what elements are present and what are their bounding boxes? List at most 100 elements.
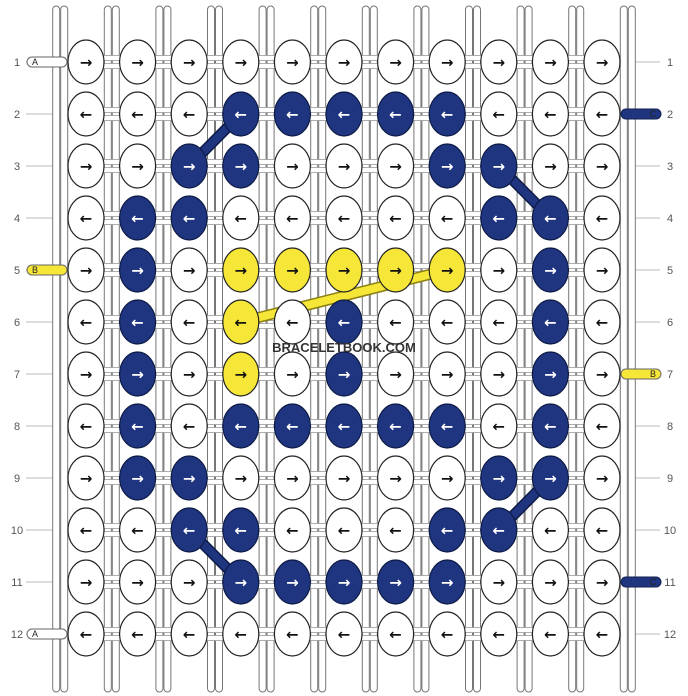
knot: → — [170, 143, 208, 189]
row-label-right: 4 — [667, 213, 673, 225]
knot: → — [222, 455, 260, 501]
arrow-left-icon: ← — [441, 418, 454, 436]
knot: ← — [325, 91, 363, 137]
arrow-right-icon: → — [389, 54, 402, 72]
knot: → — [325, 455, 363, 501]
arrow-right-icon: → — [544, 470, 557, 488]
arrow-left-icon: ← — [286, 106, 299, 124]
knot: → — [428, 143, 466, 189]
arrow-right-icon: → — [235, 158, 248, 176]
knot-bead — [222, 559, 260, 605]
arrow-left-icon: ← — [493, 418, 506, 436]
knot-bead — [531, 611, 570, 657]
knot: ← — [325, 507, 363, 553]
knot-bead — [480, 247, 518, 293]
row-label-left: 12 — [11, 629, 23, 641]
row-label-right: 12 — [664, 629, 676, 641]
arrow-left-icon: ← — [493, 106, 506, 124]
arrow-left-icon: ← — [596, 210, 609, 228]
knot-bead — [273, 455, 311, 501]
arrow-right-icon: → — [286, 574, 299, 592]
knot-bead — [583, 507, 621, 553]
arrow-left-icon: ← — [544, 314, 557, 332]
arrow-left-icon: ← — [235, 314, 248, 332]
knot-bead — [531, 91, 570, 137]
knot-bead — [583, 299, 621, 345]
knot: → — [480, 559, 518, 605]
knot-bead — [67, 299, 105, 345]
strand-line — [60, 5, 69, 693]
knot: ← — [119, 403, 157, 449]
strand-line — [215, 5, 223, 693]
strand-tag-label: A — [32, 629, 38, 639]
knot-bead — [67, 455, 105, 501]
knot-bead — [170, 351, 208, 397]
knot: ← — [273, 611, 311, 657]
knot-bead — [583, 39, 621, 85]
arrow-left-icon: ← — [80, 418, 93, 436]
knot: ← — [119, 195, 157, 241]
knot-bead — [67, 611, 105, 657]
knot-bead — [222, 507, 260, 553]
knot: → — [377, 39, 415, 85]
knot: ← — [119, 507, 157, 553]
knot-bead — [273, 39, 311, 85]
knot-bead — [170, 611, 208, 657]
strand-line — [627, 5, 636, 693]
knot: → — [583, 39, 621, 85]
knot-bead — [377, 91, 415, 137]
arrow-left-icon: ← — [441, 626, 454, 644]
knot: ← — [531, 299, 570, 345]
knot: → — [480, 455, 518, 501]
knot-bead — [428, 611, 466, 657]
knot: → — [119, 247, 157, 293]
knot-bead — [480, 143, 518, 189]
knot-bead — [480, 455, 518, 501]
knot: → — [377, 351, 415, 397]
knot: → — [531, 39, 570, 85]
strand-line — [52, 5, 61, 693]
arrow-right-icon: → — [235, 574, 248, 592]
knot-bead — [119, 247, 157, 293]
arrow-left-icon: ← — [389, 626, 402, 644]
knot-bead — [480, 351, 518, 397]
row-label-left: 8 — [14, 421, 20, 433]
arrow-left-icon: ← — [80, 106, 93, 124]
knot: ← — [170, 91, 208, 137]
knot-bead — [325, 195, 363, 241]
arrow-left-icon: ← — [493, 314, 506, 332]
arrow-left-icon: ← — [441, 106, 454, 124]
knot-bead — [222, 403, 260, 449]
knot-bead — [325, 455, 363, 501]
strand-line — [111, 5, 120, 693]
knot: → — [480, 247, 518, 293]
knot: ← — [377, 299, 415, 345]
knot-bead — [273, 143, 311, 189]
knot-bead — [325, 39, 363, 85]
knot: → — [67, 143, 105, 189]
knot: → — [377, 559, 415, 605]
arrow-left-icon: ← — [441, 522, 454, 540]
knot: ← — [531, 611, 570, 657]
knot-bead — [583, 455, 621, 501]
knot-bead — [222, 195, 260, 241]
arrow-right-icon: → — [338, 54, 351, 72]
arrow-right-icon: → — [183, 158, 196, 176]
arrow-right-icon: → — [131, 366, 144, 384]
strand-line — [576, 5, 585, 693]
arrow-left-icon: ← — [338, 522, 351, 540]
knot-bead — [325, 143, 363, 189]
knot-bead — [583, 403, 621, 449]
knot-bead — [222, 455, 260, 501]
arrow-left-icon: ← — [596, 418, 609, 436]
strand-tag-label: A — [32, 57, 38, 67]
knot-bead — [531, 455, 570, 501]
knot-bead — [67, 559, 105, 605]
arrow-right-icon: → — [389, 366, 402, 384]
strand-line — [155, 5, 164, 693]
arrow-left-icon: ← — [389, 106, 402, 124]
row-label-left: 11 — [11, 577, 22, 589]
arrow-right-icon: → — [493, 158, 506, 176]
arrow-left-icon: ← — [389, 210, 402, 228]
knot: ← — [377, 195, 415, 241]
